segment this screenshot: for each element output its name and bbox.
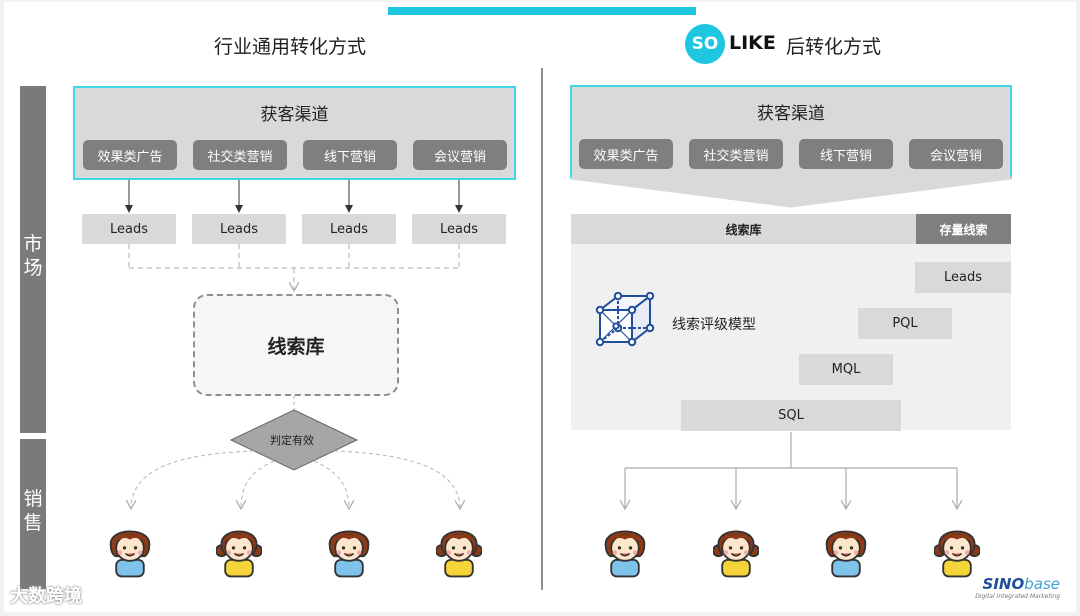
left-leads-box: Leads <box>302 214 396 244</box>
stage-pql: PQL <box>858 308 952 339</box>
left-sales-curves <box>131 450 460 508</box>
girl-avatar-icon <box>934 516 980 578</box>
stage-leads: Leads <box>915 262 1011 293</box>
section-divider <box>541 68 543 590</box>
girl-avatar-icon <box>602 516 648 578</box>
stock-leads-tag: 存量线索 <box>916 214 1011 244</box>
right-sales-tree <box>625 432 957 508</box>
girl-avatar-icon <box>823 516 869 578</box>
grading-model-label: 线索评级模型 <box>672 317 756 333</box>
girl-avatar-icon <box>107 516 153 578</box>
girl-avatar-icon <box>713 516 759 578</box>
left-channel-conference: 会议营销 <box>413 140 507 170</box>
sinobase-logo: SINObase Digital Integrated Marketing <box>975 575 1060 600</box>
slide: 行业通用转化方式 SO LIKE 后转化方式 市 场 销 售 <box>4 2 1076 612</box>
girl-avatar-icon <box>216 516 262 578</box>
right-channel-title: 获客渠道 <box>757 104 825 124</box>
accent-bar <box>388 7 696 15</box>
girl-avatar-icon <box>436 516 482 578</box>
stage-mql: MQL <box>799 354 893 385</box>
solike-logo-word: LIKE <box>729 32 776 54</box>
right-channel-social: 社交类营销 <box>689 139 783 169</box>
stage-sql: SQL <box>681 400 901 431</box>
left-leads-box: Leads <box>82 214 176 244</box>
left-channel-title: 获客渠道 <box>260 105 329 125</box>
decision-diamond <box>229 409 359 471</box>
sinobase-logo-suffix: base <box>1024 575 1060 593</box>
right-channel-ads: 效果类广告 <box>579 139 673 169</box>
cube-model-icon <box>595 292 655 347</box>
left-channel-social: 社交类营销 <box>193 140 287 170</box>
sinobase-tagline: Digital Integrated Marketing <box>975 593 1060 600</box>
side-label-sales: 销 售 <box>20 439 46 589</box>
decision-label: 判定有效 <box>270 434 314 447</box>
diagram-connectors <box>125 85 1012 612</box>
left-lead-pool: 线索库 <box>193 294 399 396</box>
side-label-market: 市 场 <box>20 86 46 433</box>
right-lead-pool: 线索库 <box>571 214 916 244</box>
left-leads-box: Leads <box>412 214 506 244</box>
right-title: 后转化方式 <box>786 36 882 58</box>
left-merge-lines <box>128 244 460 412</box>
left-channel-ads: 效果类广告 <box>83 140 177 170</box>
sinobase-logo-main: SINO <box>982 575 1025 593</box>
left-channel-panel: 获客渠道 效果类广告 社交类营销 线下营销 会议营销 <box>73 86 516 180</box>
left-channel-offline: 线下营销 <box>303 140 397 170</box>
watermark: 大数跨境 <box>10 586 82 607</box>
right-channel-offline: 线下营销 <box>799 139 893 169</box>
right-channel-conference: 会议营销 <box>909 139 1003 169</box>
girl-avatar-icon <box>326 516 372 578</box>
solike-logo-badge: SO <box>685 24 725 64</box>
left-leads-box: Leads <box>192 214 286 244</box>
left-title: 行业通用转化方式 <box>214 36 367 58</box>
